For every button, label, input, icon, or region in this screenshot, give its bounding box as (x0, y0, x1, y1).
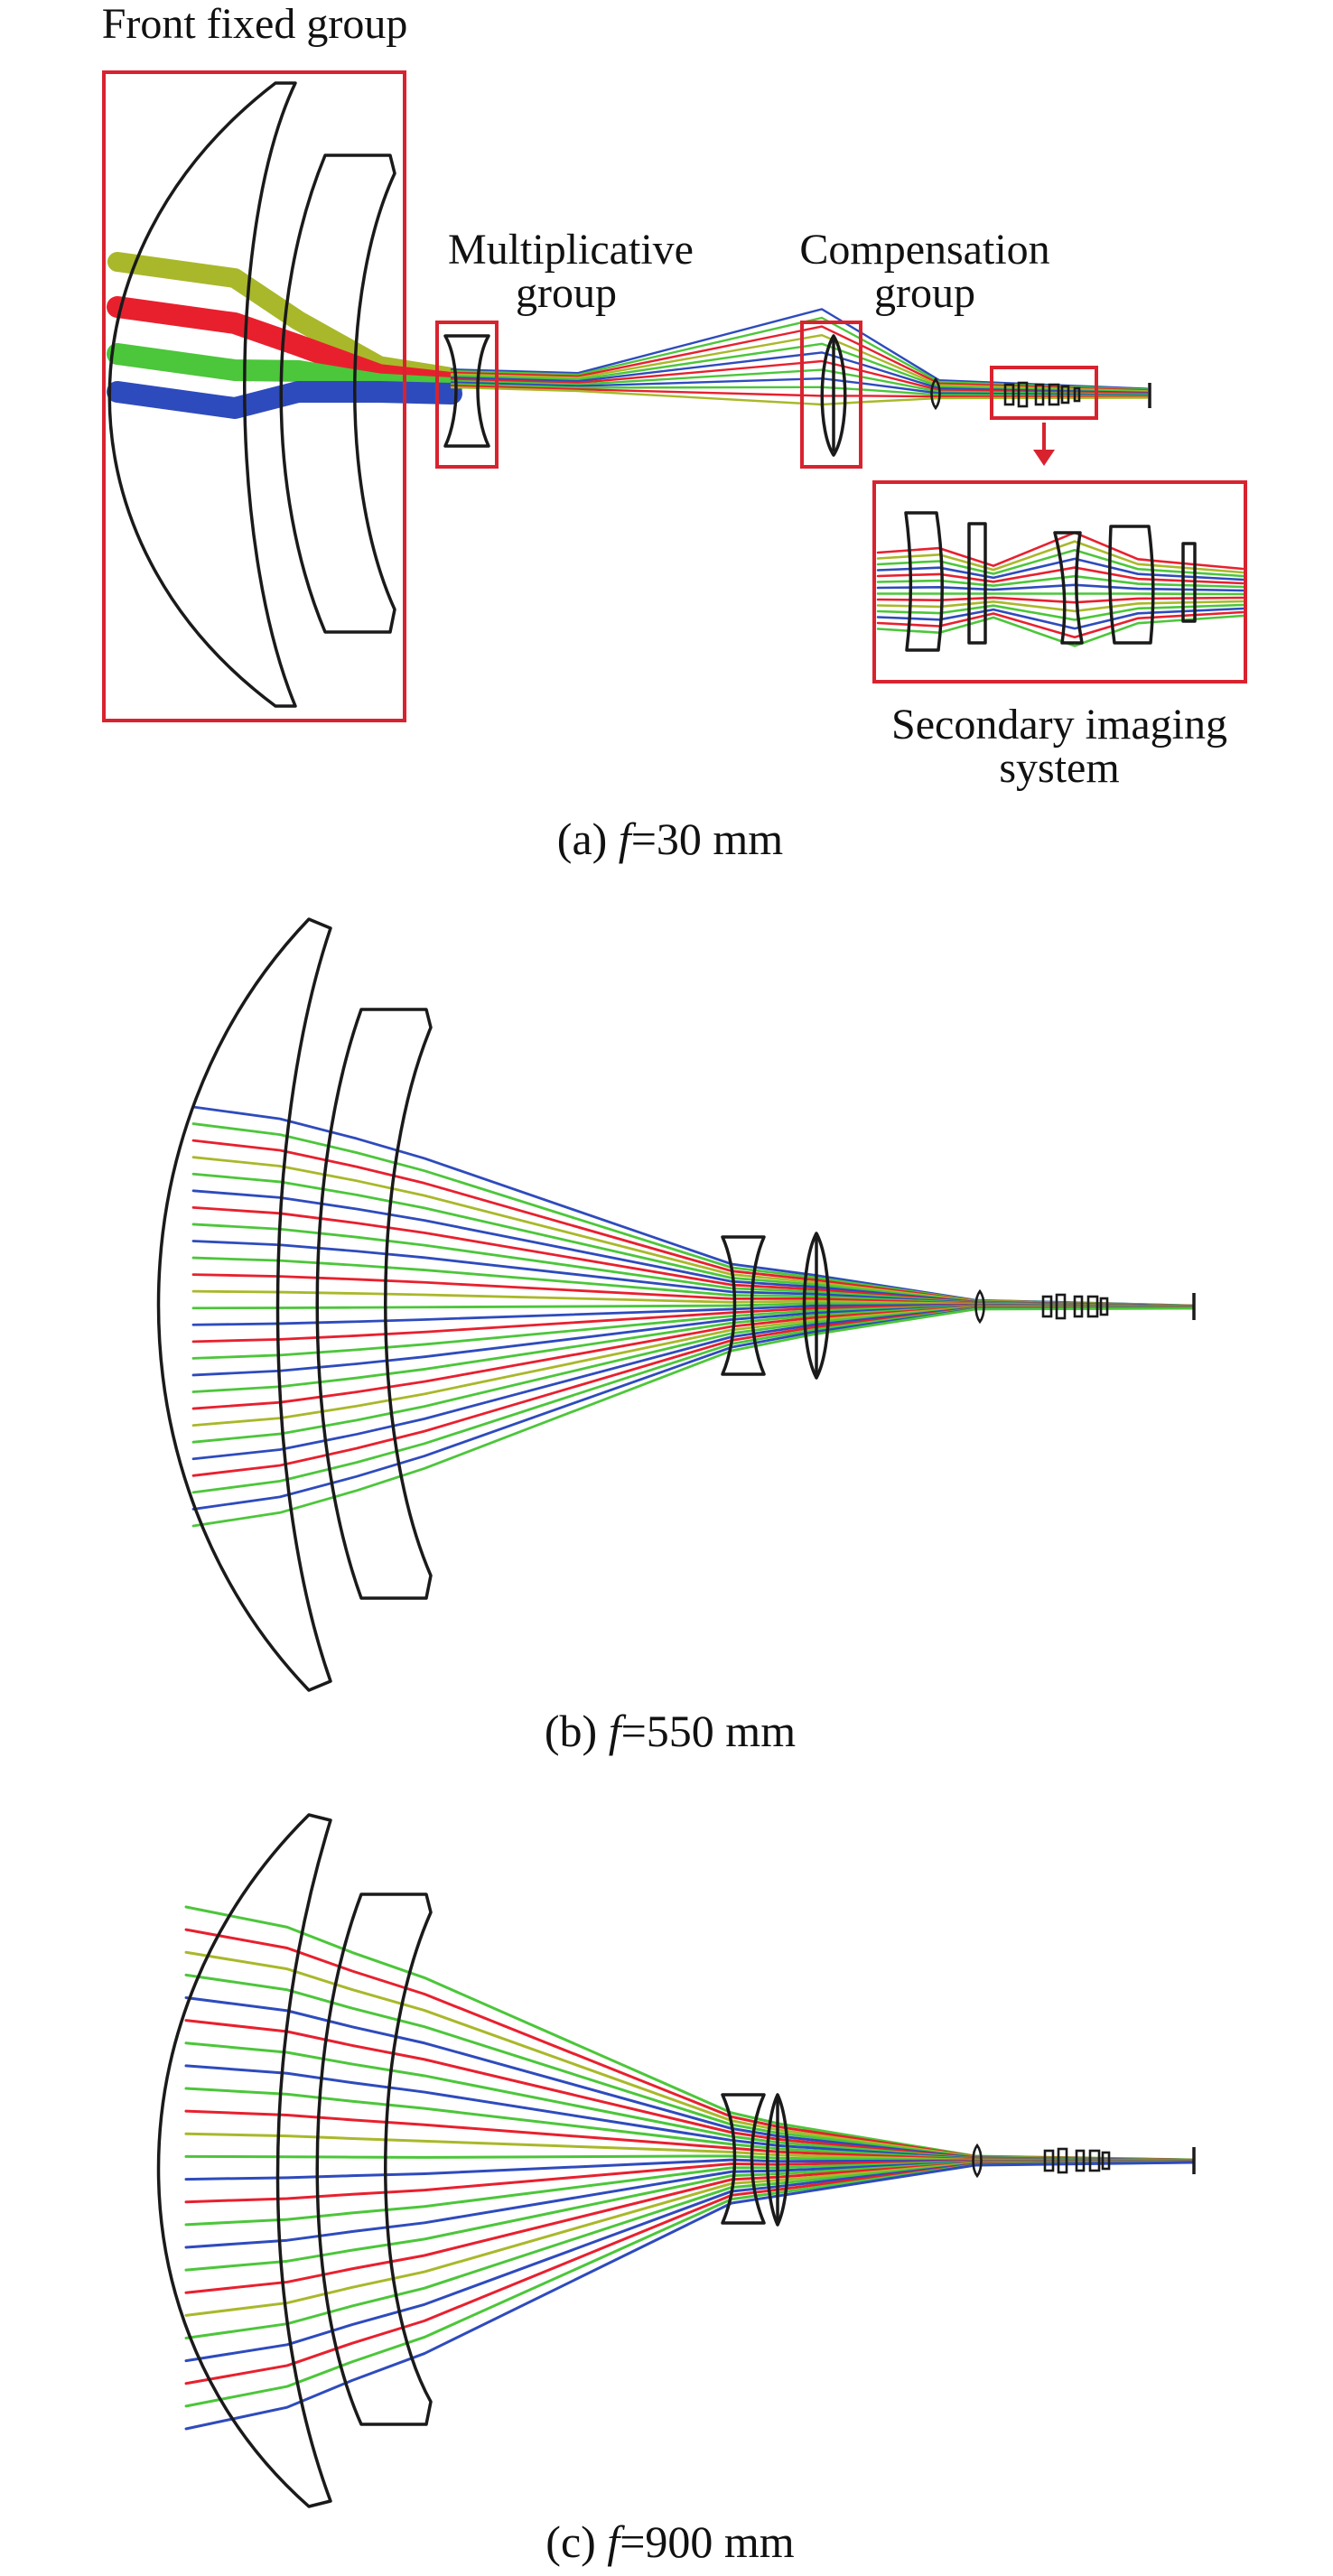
ray-c (184, 2160, 1194, 2227)
ray-inset (876, 548, 1244, 578)
ray-a-fine (450, 334, 1149, 393)
inset-rays (876, 531, 1244, 647)
secondary-lenses-b-small (1041, 1293, 1109, 1320)
ray-c (184, 2160, 1194, 2294)
front-lens-2 (279, 153, 396, 634)
compensation-lens (820, 334, 847, 457)
label-secondary-line2: system (999, 744, 1119, 792)
ray-c (184, 2160, 1194, 2339)
small-lens-c1 (972, 2143, 983, 2179)
panel-a-f30: Front fixed group Multiplicative group C… (102, 0, 1247, 864)
secondary-lenses-a-small (1003, 381, 1081, 408)
label-compensation-line2: group (874, 269, 975, 317)
label-secondary-line1: Secondary imaging (891, 701, 1227, 749)
label-multiplicative-line2: group (516, 269, 617, 317)
front-lens-1-b (156, 917, 332, 1692)
ray-a-fine (450, 342, 1149, 394)
front-lens-1-c (156, 1813, 332, 2508)
secondary-imaging-box (990, 366, 1098, 420)
ray-b (191, 1139, 1194, 1307)
ray-inset (876, 592, 1244, 596)
ray-inset (876, 540, 1244, 574)
multiplicative-lens-b (721, 1235, 766, 1376)
ray-inset (876, 531, 1244, 571)
ray-inset (876, 600, 1244, 613)
ray-inset (876, 596, 1244, 604)
ray-b (191, 1307, 1194, 1528)
inset-lens-3 (1053, 531, 1084, 645)
caption-c: (c) f=900 mm (545, 2516, 794, 2567)
front-fixed-group-box (102, 70, 406, 722)
ray-c (184, 1928, 1194, 2162)
caption-b: (b) f=550 mm (545, 1706, 796, 1756)
inset-lens-1 (904, 511, 945, 652)
compensation-lens-c (766, 2093, 789, 2227)
inset-frame (872, 480, 1247, 684)
ray-inset (876, 614, 1244, 647)
callout-arrow-head (1033, 450, 1055, 466)
inset-lens-4 (1108, 525, 1155, 645)
secondary-imaging-inset (872, 480, 1247, 684)
compensation-group-box (800, 321, 862, 469)
ray-inset (876, 566, 1244, 585)
panel-c-f900: (c) f=900 mm (156, 1813, 1196, 2567)
multiplicative-lens (443, 334, 490, 448)
caption-a: (a) f=30 mm (557, 814, 783, 864)
ray-b (191, 1307, 1194, 1461)
inset-lens-5 (1181, 542, 1197, 623)
ray-inset (876, 574, 1244, 589)
ray-inset (876, 610, 1244, 639)
front-lens-1 (107, 81, 297, 708)
compensation-lens-b (802, 1232, 831, 1380)
front-lens-2-b (315, 1008, 433, 1600)
ray-a-fine (450, 351, 1149, 395)
ray-inset (876, 583, 1244, 592)
label-multiplicative-line1: Multiplicative (448, 226, 694, 274)
label-front-fixed-group: Front fixed group (102, 0, 408, 48)
ray-c (184, 2161, 1194, 2408)
secondary-lenses-c-small (1043, 2147, 1111, 2174)
ray-a-fine (450, 316, 1149, 391)
front-lens-2-c (315, 1892, 433, 2426)
ray-c (184, 2109, 1194, 2162)
small-lens-a1 (930, 377, 941, 411)
label-compensation-line1: Compensation (799, 226, 1049, 274)
ray-b (191, 1189, 1194, 1307)
ray-c (184, 2064, 1194, 2162)
ray-inset (876, 607, 1244, 630)
panel-b-f550: (b) f=550 mm (156, 917, 1196, 1756)
ray-inset (876, 603, 1244, 621)
ray-bundle-b (191, 1105, 1194, 1528)
ray-c (184, 1996, 1194, 2162)
ray-c (184, 2161, 1194, 2363)
ray-c (184, 2041, 1194, 2162)
multiplicative-lens-c (721, 2093, 766, 2225)
small-lens-b1 (974, 1288, 985, 1325)
ray-band-a (107, 381, 462, 419)
multiplicative-group-box (435, 321, 499, 469)
ray-inset (876, 557, 1244, 581)
inset-lens-2 (967, 522, 987, 645)
ray-a-fine (450, 325, 1149, 392)
ray-c (184, 2161, 1194, 2431)
